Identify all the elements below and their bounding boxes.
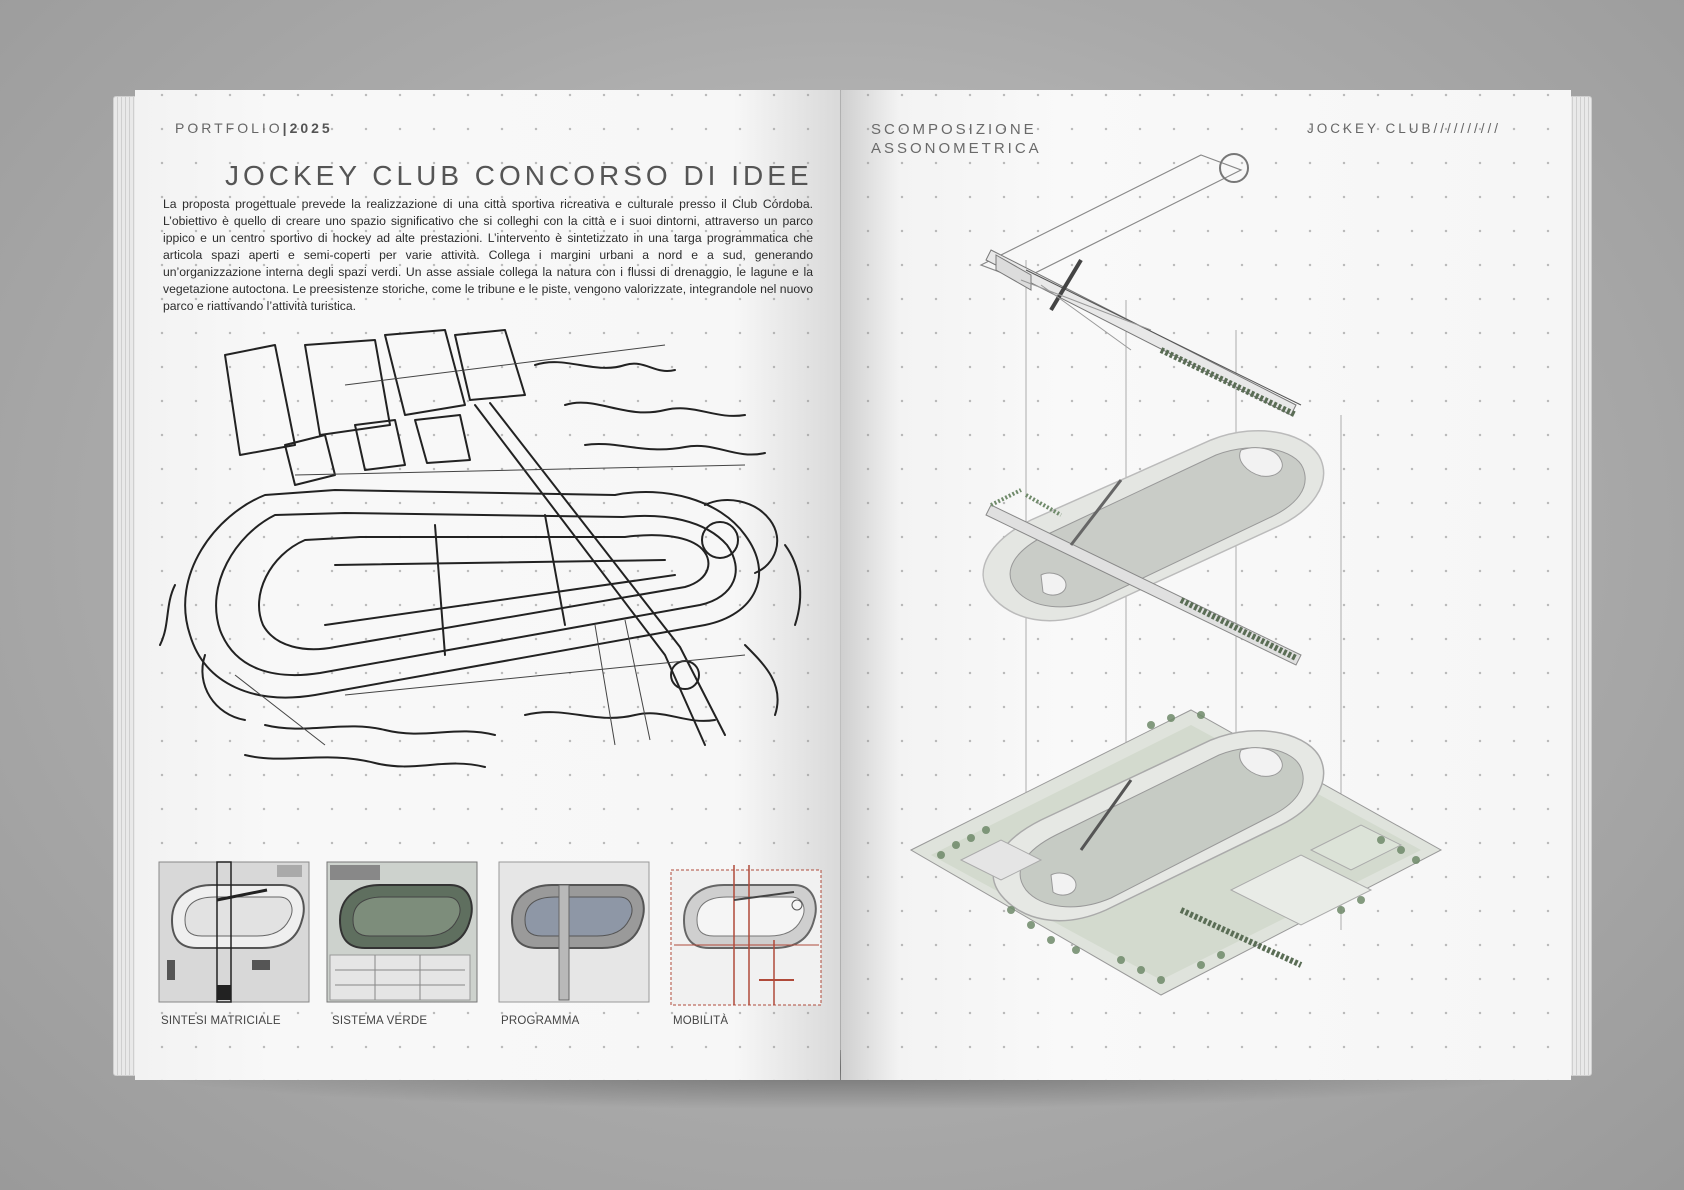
caption-sistema-verde: SISTEMA VERDE	[332, 1015, 428, 1027]
section-title: SCOMPOSIZIONE ASSONOMETRICA	[871, 120, 1042, 158]
caption-sintesi-matriciale: SINTESI MATRICIALE	[161, 1015, 281, 1027]
exploded-axonometric	[909, 153, 1443, 996]
site-sketch	[159, 329, 802, 768]
layer-axis	[979, 153, 1302, 418]
portfolio-year: 2025	[289, 120, 333, 136]
left-page: PORTFOLIO|2025 JOCKEY CLUB CONCORSO DI I…	[135, 90, 840, 1080]
section-title-line2: ASSONOMETRICA	[871, 140, 1042, 157]
project-description: La proposta progettuale prevede la reali…	[163, 197, 813, 313]
portfolio-label: PORTFOLIO	[175, 120, 283, 136]
diagram-sistema-verde	[326, 861, 478, 1003]
layer-site	[909, 709, 1443, 996]
section-title-line1: SCOMPOSIZIONE	[871, 121, 1037, 138]
right-page: SCOMPOSIZIONE ASSONOMETRICA JOCKEY CLUB/…	[841, 90, 1571, 1080]
page-title: JOCKEY CLUB CONCORSO DI IDEE	[225, 160, 813, 191]
diagram-sintesi-matriciale	[158, 861, 310, 1003]
left-page-edges	[113, 96, 139, 1076]
diagram-programma	[498, 861, 650, 1003]
project-label: JOCKEY CLUB//////////	[1307, 121, 1502, 136]
caption-programma: PROGRAMMA	[501, 1015, 580, 1027]
portfolio-header: PORTFOLIO|2025	[175, 120, 333, 136]
layer-track	[982, 429, 1325, 666]
diagram-mobilita	[670, 865, 822, 1006]
right-page-edges	[1568, 96, 1592, 1076]
caption-mobilita: MOBILITÀ	[673, 1015, 729, 1027]
